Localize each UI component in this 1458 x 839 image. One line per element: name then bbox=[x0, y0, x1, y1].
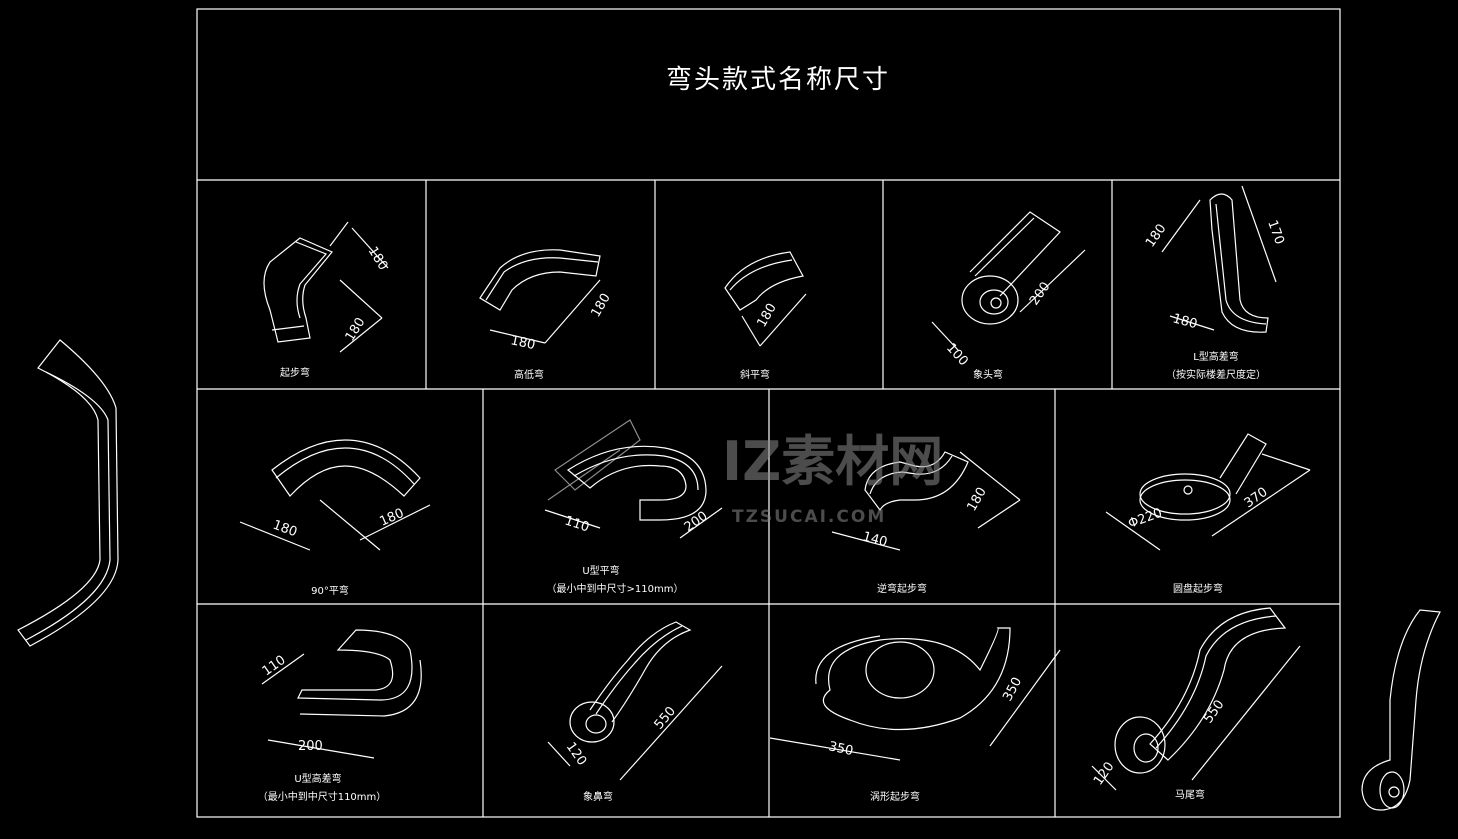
fitting-xiangtou-wan: 100 200 象头弯 bbox=[931, 211, 1086, 381]
dim-label: 180 bbox=[378, 506, 407, 530]
fitting-xiangbi-wan: 120 550 象鼻弯 bbox=[547, 621, 723, 803]
page-title: 弯头款式名称尺寸 bbox=[666, 65, 890, 95]
fitting-name: 象头弯 bbox=[973, 368, 1003, 381]
dim-label: 350 bbox=[827, 739, 854, 759]
dim-label: 180 bbox=[365, 244, 391, 273]
dim-label: 550 bbox=[652, 704, 679, 733]
fitting-gaodi-wan: 180 180 高低弯 bbox=[479, 249, 614, 381]
fitting-name: 90°平弯 bbox=[311, 584, 349, 597]
fitting-name: 起步弯 bbox=[280, 366, 310, 379]
fitting-name: U型高差弯 bbox=[294, 772, 341, 785]
side-profile-left bbox=[17, 339, 119, 647]
fitting-name: 斜平弯 bbox=[740, 368, 770, 381]
watermark-brand: IZ素材网 bbox=[722, 430, 943, 493]
dim-label: 180 bbox=[964, 485, 989, 514]
fitting-note: （按实际楼差尺度定） bbox=[1166, 368, 1266, 381]
fitting-qibu-wan: 180 180 起步弯 bbox=[263, 221, 391, 379]
fitting-name: 高低弯 bbox=[514, 368, 544, 381]
fitting-name: U型平弯 bbox=[582, 564, 619, 577]
dim-label: 350 bbox=[1000, 675, 1025, 704]
dim-label: 180 bbox=[588, 291, 613, 320]
fitting-mawei-wan: 120 550 马尾弯 bbox=[1091, 607, 1301, 801]
side-profile-right bbox=[1361, 609, 1441, 811]
watermark-logo-icon bbox=[547, 419, 641, 501]
dim-label: 180 bbox=[1143, 221, 1170, 250]
dim-label: 100 bbox=[943, 341, 971, 369]
fitting-90-pingwan: 180 180 90°平弯 bbox=[239, 439, 431, 597]
fitting-name: L型高差弯 bbox=[1193, 350, 1239, 363]
dim-label: 170 bbox=[1264, 218, 1287, 246]
dim-label: 180 bbox=[509, 333, 536, 353]
dim-label: 200 bbox=[682, 509, 711, 536]
fitting-name: 涡形起步弯 bbox=[870, 790, 920, 803]
fitting-note: （最小中到中尺寸110mm） bbox=[258, 790, 387, 803]
fitting-xieping-wan: 180 斜平弯 bbox=[724, 251, 807, 381]
dim-label: 120 bbox=[1091, 759, 1118, 788]
dim-label: 140 bbox=[861, 529, 889, 550]
watermark: IZ素材网 TZSUCAI.COM bbox=[547, 419, 943, 527]
fitting-U-pingwan: 110 200 U型平弯 （最小中到中尺寸>110mm） bbox=[544, 445, 723, 595]
dim-label: 110 bbox=[563, 514, 591, 536]
dim-label: 180 bbox=[271, 518, 299, 541]
dim-label: 120 bbox=[563, 740, 590, 769]
fitting-yuanpan-qibu: Φ220 370 圆盘起步弯 bbox=[1105, 433, 1311, 595]
fitting-woxing-qibu: 350 350 涡形起步弯 bbox=[769, 627, 1061, 803]
dim-label: 550 bbox=[1201, 697, 1228, 726]
dim-label: 180 bbox=[754, 301, 779, 330]
dim-label: 200 bbox=[298, 739, 323, 754]
fitting-name: 马尾弯 bbox=[1175, 788, 1205, 801]
fitting-name: 逆弯起步弯 bbox=[877, 582, 927, 595]
fitting-name: 象鼻弯 bbox=[583, 790, 613, 803]
fitting-U-gaocha-wan: 110 200 U型高差弯 （最小中到中尺寸110mm） bbox=[258, 629, 422, 803]
fitting-name: 圆盘起步弯 bbox=[1173, 582, 1223, 595]
fitting-note: （最小中到中尺寸>110mm） bbox=[547, 582, 684, 595]
fitting-L-gaocha-wan: 180 170 180 L型高差弯 （按实际楼差尺度定） bbox=[1143, 185, 1287, 381]
dim-label: 370 bbox=[1242, 485, 1271, 512]
dim-label: 180 bbox=[343, 315, 369, 344]
dim-label: 180 bbox=[1171, 311, 1199, 332]
watermark-url: TZSUCAI.COM bbox=[732, 507, 886, 527]
